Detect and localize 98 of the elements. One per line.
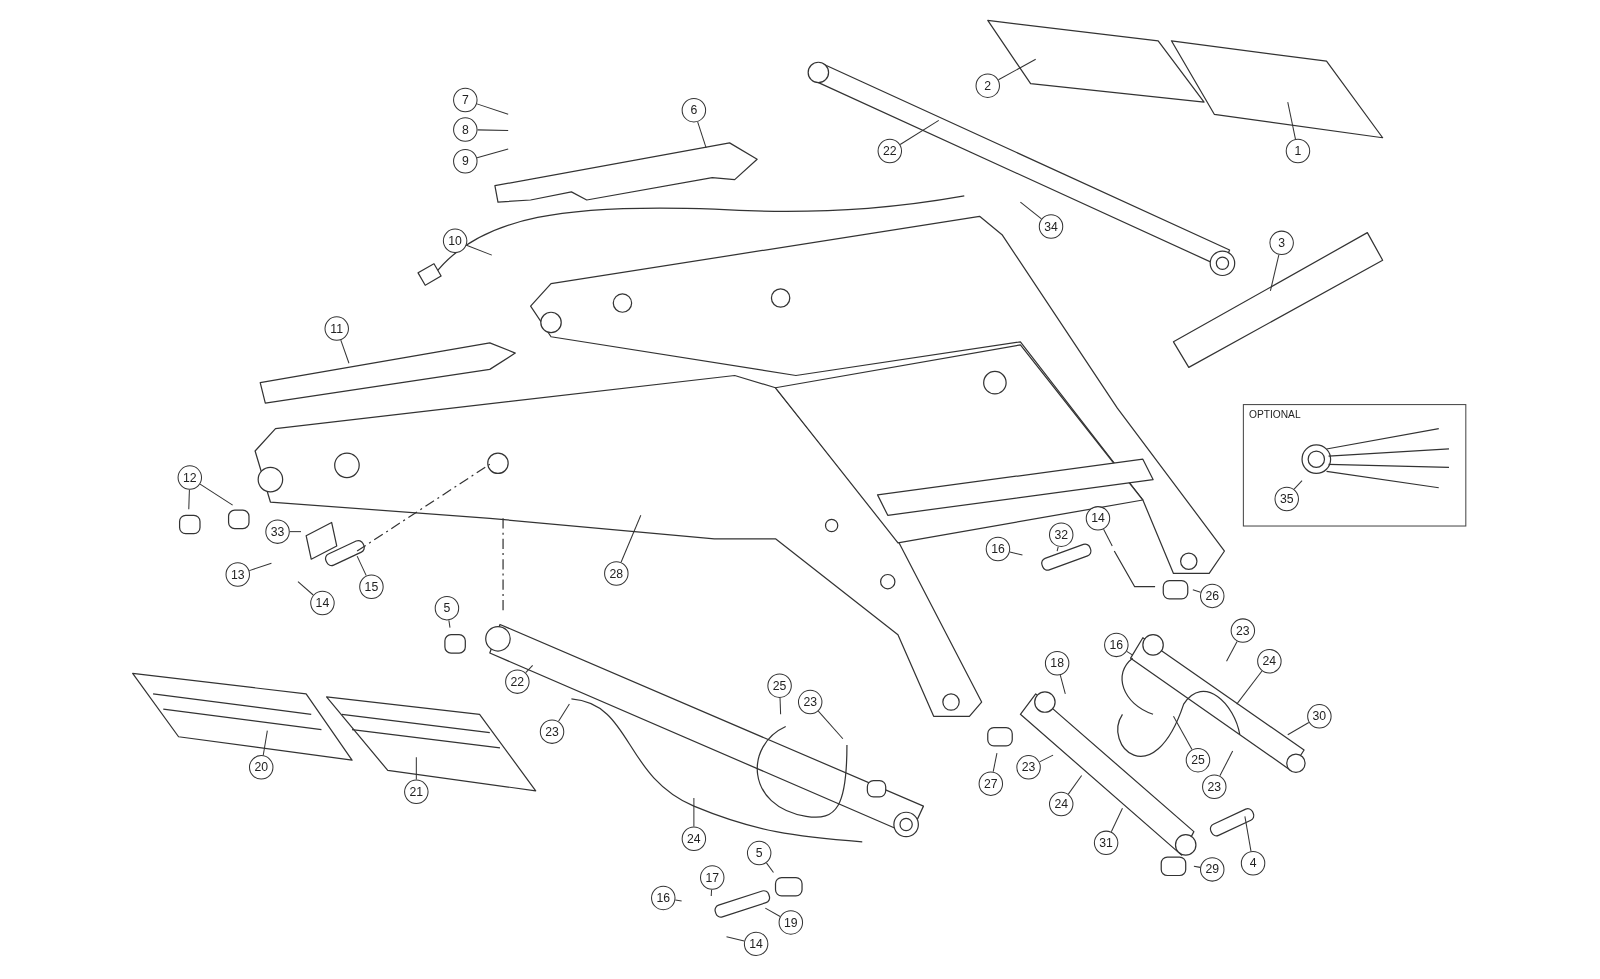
leader-line [779, 697, 782, 715]
callout-number: 19 [778, 910, 804, 935]
callout-number: 2 [975, 73, 1000, 98]
leader-line [1219, 750, 1234, 777]
leader-line [899, 119, 940, 146]
callout-number: 11 [324, 316, 349, 341]
callout-number: 9 [453, 149, 478, 174]
leader-line [697, 121, 707, 149]
callout-number: 6 [681, 97, 707, 123]
callout-number: 22 [877, 138, 903, 164]
callout-number: 26 [1200, 583, 1225, 609]
leader-line [1019, 201, 1042, 220]
callout-number: 23 [1230, 618, 1256, 643]
leader-line [1056, 546, 1059, 552]
callout-number: 33 [265, 519, 290, 544]
callout-number: 15 [359, 574, 384, 599]
leader-line [710, 889, 713, 897]
leader-line [1192, 589, 1202, 593]
leader-line [248, 562, 272, 572]
leader-line [558, 703, 570, 722]
leader-line [262, 730, 268, 756]
callout-number: 29 [1200, 857, 1225, 882]
callout-number: 28 [604, 561, 629, 586]
leader-line [199, 483, 234, 506]
leader-line [476, 103, 509, 115]
leader-line [476, 148, 509, 159]
callout-number: 13 [225, 562, 250, 587]
leader-line [1067, 775, 1083, 795]
callout-number: 35 [1274, 486, 1299, 512]
callout-number: 8 [453, 117, 478, 142]
callout-number: 24 [681, 826, 707, 851]
callout-number: 25 [1185, 747, 1211, 773]
callout-number: 30 [1307, 704, 1332, 729]
callout-number: 1 [1285, 138, 1311, 164]
leader-line [1103, 528, 1113, 547]
callout-number: 16 [651, 885, 676, 911]
leader-line [466, 244, 493, 256]
leader-line [693, 797, 695, 828]
leader-line [1287, 721, 1310, 736]
leader-line [726, 936, 745, 942]
leader-line [620, 514, 642, 563]
leader-line [188, 489, 190, 510]
callout-number: 3 [1269, 230, 1294, 256]
callout-number: 23 [539, 719, 565, 744]
leader-line [1110, 807, 1123, 833]
leader-line [415, 756, 417, 781]
leader-line [448, 619, 451, 629]
callout-number: 14 [310, 590, 335, 616]
callout-number: 24 [1049, 791, 1074, 817]
callout-number: 5 [434, 595, 460, 621]
leader-line [1009, 551, 1023, 556]
leader-line [674, 899, 683, 902]
leader-line [1269, 254, 1280, 292]
leader-line [997, 58, 1037, 81]
callout-number: 14 [1085, 506, 1111, 531]
callout-number: 7 [453, 87, 478, 113]
leader-line [817, 710, 844, 740]
callout-number: 12 [177, 465, 203, 490]
callout-number: 16 [1104, 632, 1129, 658]
callout-number: 16 [985, 536, 1011, 562]
callout-number: 18 [1044, 651, 1070, 676]
leader-line [1193, 865, 1201, 868]
callout-number: 27 [978, 771, 1004, 796]
callout-number: 25 [767, 673, 792, 698]
callout-number: 31 [1093, 830, 1119, 856]
leader-line [477, 129, 509, 132]
leader-line [289, 531, 302, 533]
callout-number: 21 [404, 779, 429, 805]
callout-number: 23 [1202, 774, 1227, 799]
leader-line [525, 664, 534, 674]
callout-number: 14 [743, 931, 769, 957]
leader-line [1172, 715, 1193, 750]
callout-number: 20 [249, 755, 274, 780]
callout-number: 4 [1240, 851, 1266, 876]
callout-number: 32 [1049, 522, 1074, 547]
leader-line [1236, 670, 1263, 705]
callout-number: 10 [442, 228, 468, 254]
leader-line [356, 555, 367, 577]
leader-line [992, 752, 998, 773]
callout-number: 34 [1038, 214, 1064, 239]
leader-line [1287, 101, 1296, 140]
leader-line [1293, 480, 1303, 490]
leader-line [764, 907, 781, 917]
callout-number: 17 [700, 865, 725, 890]
leader-line [765, 862, 774, 873]
callout-number: 24 [1257, 649, 1282, 674]
leader-line [340, 339, 350, 364]
leader-line [1226, 640, 1238, 662]
callout-number: 22 [505, 669, 530, 694]
callout-number: 23 [1016, 755, 1041, 780]
leader-line [1059, 674, 1066, 695]
leader-line [1126, 650, 1134, 656]
callout-number: 5 [746, 840, 772, 866]
panel-title: OPTIONAL [1249, 409, 1301, 421]
callout-number: 23 [797, 689, 823, 715]
leader-line [1039, 754, 1054, 763]
leader-line [297, 581, 314, 596]
leader-line [1244, 815, 1252, 852]
